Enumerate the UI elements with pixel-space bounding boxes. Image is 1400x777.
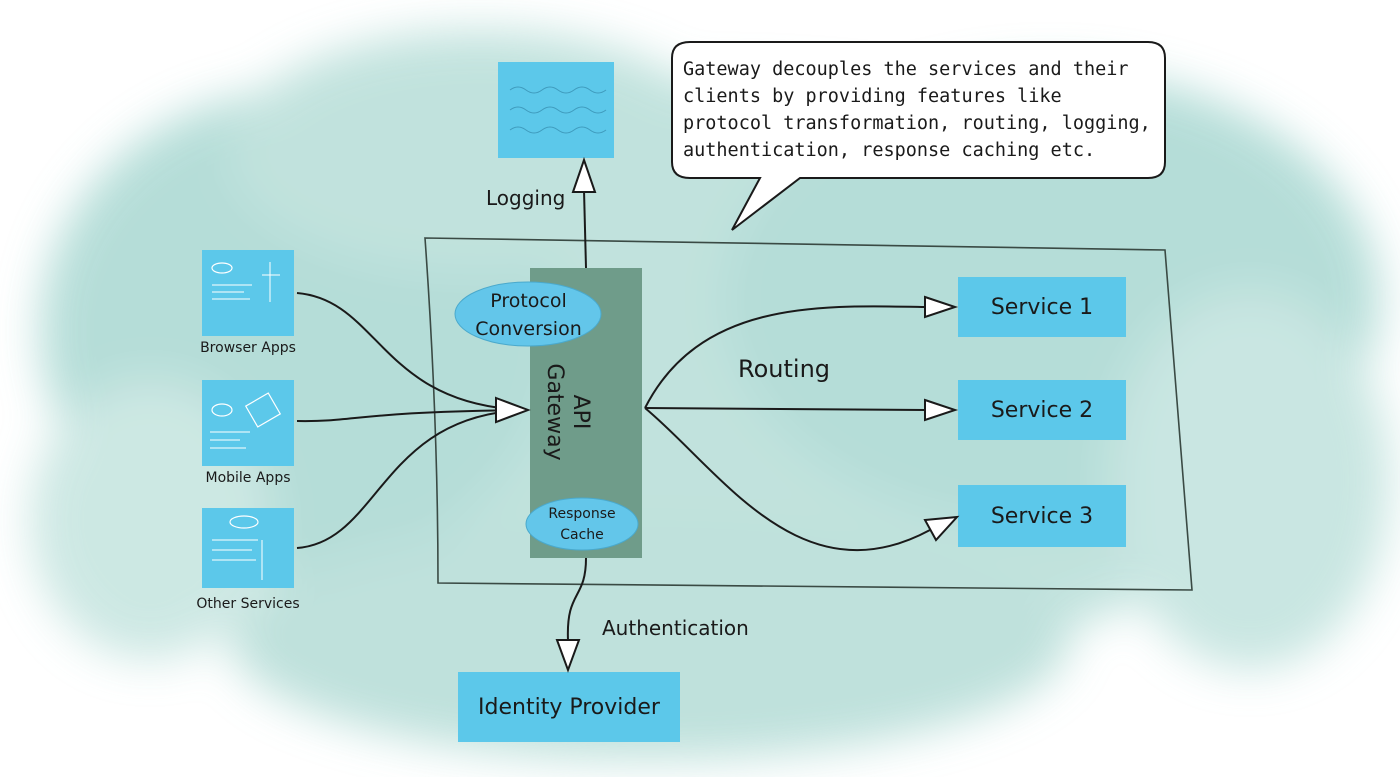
route-to-service-3-arrowhead bbox=[923, 515, 960, 542]
callout-text: Gateway decouples the services and their… bbox=[683, 59, 1151, 161]
response-cache-ellipse bbox=[525, 497, 639, 551]
logging-connector bbox=[583, 189, 587, 269]
route-to-service-1-arrowhead bbox=[924, 295, 959, 319]
service-1-label: Service 1 bbox=[990, 294, 1094, 320]
route-to-service-2 bbox=[644, 407, 926, 411]
authentication-label: Authentication bbox=[602, 616, 749, 640]
connector-other-to-gateway bbox=[296, 409, 526, 549]
client-other-services bbox=[202, 508, 294, 588]
client-label-other-services: Other Services bbox=[196, 596, 300, 612]
client-label-browser-apps: Browser Apps bbox=[200, 340, 296, 356]
log-line-3 bbox=[509, 126, 607, 134]
route-to-service-1 bbox=[644, 305, 926, 409]
gateway-input-arrowhead bbox=[495, 396, 531, 424]
service-3-label: Service 3 bbox=[990, 503, 1094, 529]
background-wash bbox=[30, 30, 1390, 760]
connector-mobile-to-gateway bbox=[296, 409, 526, 423]
route-to-service-2-arrowhead bbox=[924, 398, 959, 422]
client-browser-apps bbox=[202, 250, 294, 336]
gateway-title: API Gateway bbox=[542, 363, 593, 461]
protocol-conversion-ellipse bbox=[454, 281, 602, 347]
routing-label: Routing bbox=[738, 355, 831, 383]
response-cache-label: Response Cache bbox=[548, 506, 616, 543]
callout-bubble bbox=[671, 41, 1166, 231]
service-1-box bbox=[958, 277, 1126, 337]
client-mobile-apps bbox=[202, 380, 294, 466]
service-3-box bbox=[958, 485, 1126, 547]
service-2-box bbox=[958, 380, 1126, 440]
protocol-conversion-label: Protocol Conversion bbox=[475, 290, 582, 340]
logging-arrowhead bbox=[571, 156, 597, 193]
log-line-1 bbox=[509, 86, 607, 94]
identity-provider-box bbox=[458, 672, 680, 742]
connector-browser-to-gateway bbox=[296, 292, 526, 411]
client-label-mobile-apps: Mobile Apps bbox=[205, 470, 291, 486]
identity-provider-label: Identity Provider bbox=[478, 694, 660, 720]
authentication-arrowhead bbox=[555, 639, 581, 673]
logging-store bbox=[498, 62, 614, 158]
service-2-label: Service 2 bbox=[990, 397, 1094, 423]
gateway-boundary bbox=[424, 237, 1193, 591]
logging-label: Logging bbox=[486, 186, 566, 210]
authentication-connector bbox=[566, 557, 587, 641]
route-to-service-3 bbox=[644, 407, 931, 552]
log-line-2 bbox=[509, 106, 607, 114]
